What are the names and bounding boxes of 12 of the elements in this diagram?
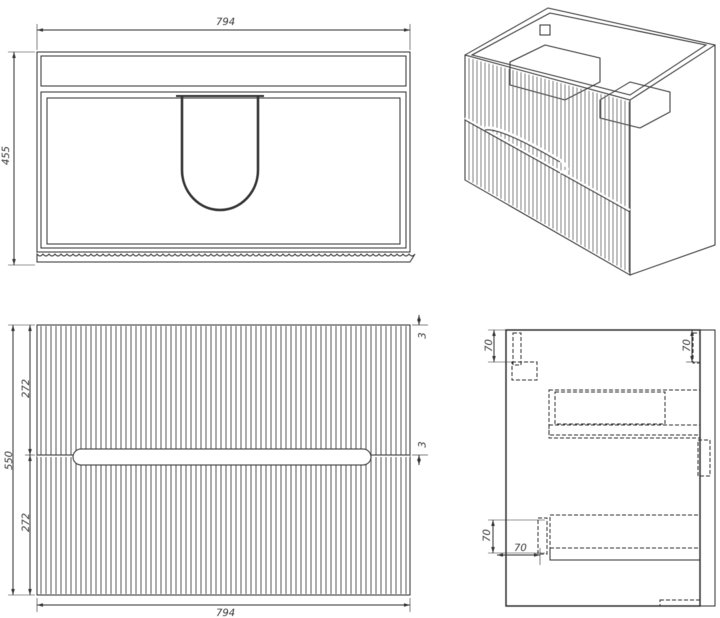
dimension-value: 272 xyxy=(21,378,32,398)
dimension-value: 70 xyxy=(682,339,693,352)
dimension-value: 272 xyxy=(21,512,32,532)
dimension-value: 455 xyxy=(1,146,12,166)
dimension-value: 70 xyxy=(484,339,495,352)
dimension-value: 794 xyxy=(216,608,236,618)
dimension-value: 70 xyxy=(482,529,493,542)
dimension-value: 3 xyxy=(418,332,429,339)
dimension-value: 794 xyxy=(216,17,236,28)
dimension-value: 550 xyxy=(4,450,16,470)
dimension-value: 70 xyxy=(514,543,527,554)
dimension-value: 3 xyxy=(418,441,429,448)
